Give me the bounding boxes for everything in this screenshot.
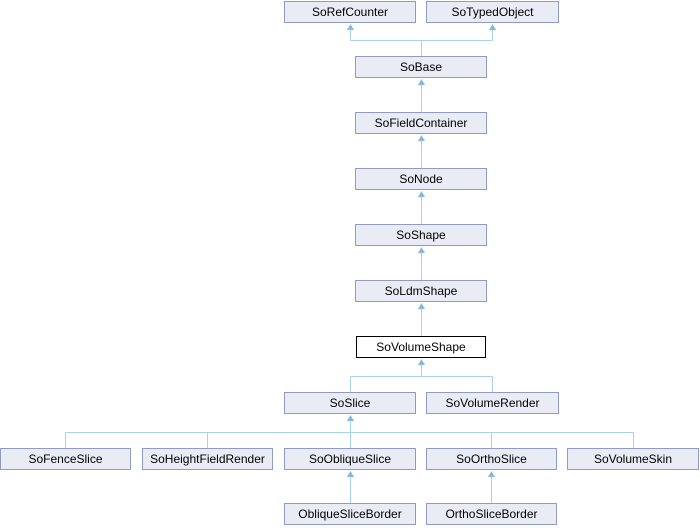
class-node-SoVolumeShape: SoVolumeShape bbox=[356, 336, 486, 358]
class-node-SoFenceSlice[interactable]: SoFenceSlice bbox=[0, 448, 131, 470]
class-node-SoNode[interactable]: SoNode bbox=[355, 168, 487, 190]
class-node-SoRefCounter[interactable]: SoRefCounter bbox=[284, 1, 416, 23]
class-node-SoObliqueSlice[interactable]: SoObliqueSlice bbox=[284, 448, 416, 470]
class-node-SoFieldContainer[interactable]: SoFieldContainer bbox=[355, 112, 487, 134]
class-node-ObliqueSliceBorder[interactable]: ObliqueSliceBorder bbox=[284, 503, 416, 525]
class-node-SoShape[interactable]: SoShape bbox=[355, 224, 487, 246]
class-node-OrthoSliceBorder[interactable]: OrthoSliceBorder bbox=[426, 503, 557, 525]
class-node-SoHeightFieldRender[interactable]: SoHeightFieldRender bbox=[142, 448, 273, 470]
class-node-SoTypedObject[interactable]: SoTypedObject bbox=[426, 1, 559, 23]
class-node-SoSlice[interactable]: SoSlice bbox=[284, 392, 416, 414]
class-node-SoLdmShape[interactable]: SoLdmShape bbox=[355, 280, 487, 302]
class-node-SoOrthoSlice[interactable]: SoOrthoSlice bbox=[426, 448, 557, 470]
class-node-SoVolumeSkin[interactable]: SoVolumeSkin bbox=[567, 448, 699, 470]
class-node-SoVolumeRender[interactable]: SoVolumeRender bbox=[426, 392, 559, 414]
class-node-SoBase[interactable]: SoBase bbox=[355, 56, 487, 78]
